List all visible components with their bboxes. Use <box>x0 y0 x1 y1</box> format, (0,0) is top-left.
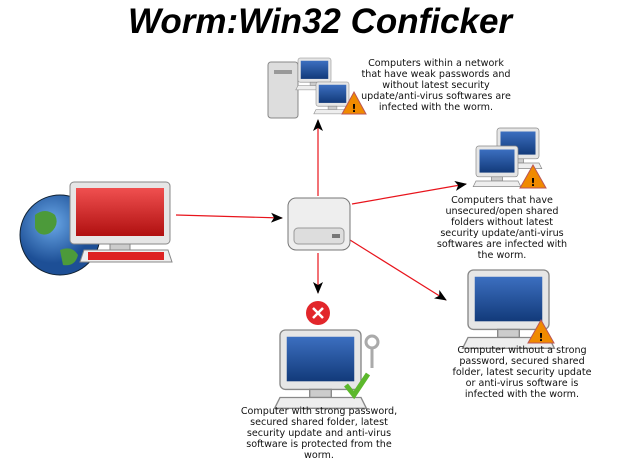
connection-arrows <box>175 119 467 301</box>
blocked-icon <box>306 301 330 325</box>
warning-icon: ! <box>519 163 547 189</box>
caption-single-infected: Computer without a strong password, secu… <box>452 345 592 400</box>
keys-icon <box>364 334 380 368</box>
arrow-to-single-pc <box>349 239 447 301</box>
arrow-to-shared-folders <box>351 180 467 205</box>
network-computers-icon: ! <box>267 57 367 119</box>
arrow-to-drive <box>175 212 283 223</box>
warning-icon: ! <box>341 90 367 115</box>
svg-text:!: ! <box>538 331 543 344</box>
removable-drive-icon <box>287 197 351 251</box>
shared-folder-computers-icon: ! <box>472 127 547 189</box>
single-infected-computer-icon: ! <box>461 269 556 349</box>
caption-network-weak: Computers within a network that have wea… <box>361 58 511 113</box>
caption-shared-folders: Computers that have unsecured/open share… <box>436 195 568 261</box>
infected-source-computer <box>19 181 173 276</box>
protected-computer-icon <box>273 329 380 409</box>
svg-text:!: ! <box>530 176 535 189</box>
svg-text:!: ! <box>351 102 356 115</box>
infected-screen <box>76 188 164 236</box>
warning-icon: ! <box>527 318 555 344</box>
diagram-title: Worm:Win32 Conficker <box>127 2 513 41</box>
checkmark-icon <box>344 372 371 400</box>
